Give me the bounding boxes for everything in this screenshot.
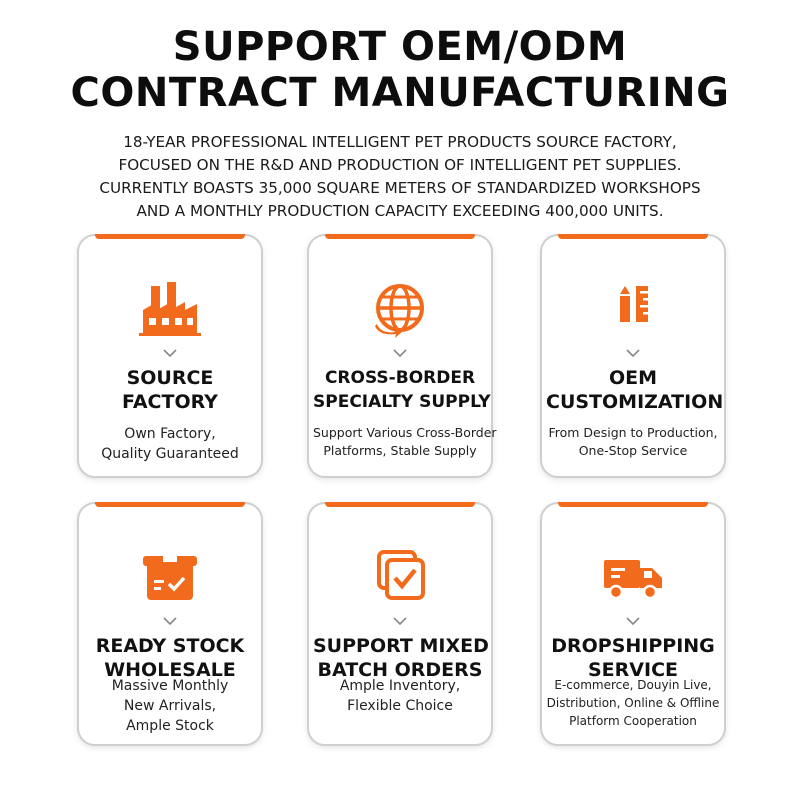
card-description: E-commerce, Douyin Live, Distribution, O…: [546, 678, 720, 728]
feature-card-oem-customization: OEM CUSTOMIZATION From Design to Product…: [540, 234, 726, 478]
intro-line: CURRENTLY BOASTS 35,000 SQUARE METERS OF…: [99, 179, 701, 197]
globe-icon: [367, 278, 433, 338]
pencil-ruler-icon: [600, 278, 666, 338]
card-title: CROSS-BORDER SPECIALTY SUPPLY: [313, 368, 491, 412]
box-check-icon: [137, 546, 203, 606]
title-line-2: CONTRACT MANUFACTURING: [70, 70, 730, 116]
card-title: OEM CUSTOMIZATION: [546, 367, 724, 413]
feature-card-source-factory: SOURCE FACTORY Own Factory, Quality Guar…: [77, 234, 263, 478]
intro-line: FOCUSED ON THE R&D AND PRODUCTION OF INT…: [118, 156, 682, 174]
card-description: Ample Inventory, Flexible Choice: [339, 678, 461, 714]
intro-line: 18-YEAR PROFESSIONAL INTELLIGENT PET PRO…: [123, 133, 677, 151]
page-title: SUPPORT OEM/ODM CONTRACT MANUFACTURING: [0, 24, 800, 116]
title-line-1: SUPPORT OEM/ODM: [172, 24, 628, 70]
chevron-down-icon: [392, 616, 408, 626]
chevron-down-icon: [625, 616, 641, 626]
chevron-down-icon: [625, 348, 641, 358]
chevron-down-icon: [392, 348, 408, 358]
card-title: DROPSHIPPING SERVICE: [551, 635, 715, 681]
checklist-icon: [367, 546, 433, 606]
intro-text: 18-YEAR PROFESSIONAL INTELLIGENT PET PRO…: [40, 131, 760, 223]
feature-card-cross-border: CROSS-BORDER SPECIALTY SUPPLY Support Va…: [307, 234, 497, 478]
feature-card-ready-stock: READY STOCK WHOLESALE Massive Monthly Ne…: [77, 502, 263, 746]
feature-card-mixed-batch: SUPPORT MIXED BATCH ORDERS Ample Invento…: [307, 502, 493, 746]
card-description: Support Various Cross-Border Platforms, …: [313, 425, 497, 458]
factory-icon: [137, 278, 203, 338]
intro-line: AND A MONTHLY PRODUCTION CAPACITY EXCEED…: [136, 202, 664, 220]
feature-card-dropshipping: DROPSHIPPING SERVICE E-commerce, Douyin …: [540, 502, 726, 746]
truck-icon: [600, 546, 666, 606]
card-title: SUPPORT MIXED BATCH ORDERS: [313, 635, 489, 681]
card-description: Massive Monthly New Arrivals, Ample Stoc…: [111, 678, 229, 734]
card-title: SOURCE FACTORY: [122, 367, 218, 413]
chevron-down-icon: [162, 348, 178, 358]
chevron-down-icon: [162, 616, 178, 626]
card-description: From Design to Production, One-Stop Serv…: [548, 425, 718, 458]
card-description: Own Factory, Quality Guaranteed: [101, 426, 239, 462]
card-title: READY STOCK WHOLESALE: [95, 635, 245, 681]
